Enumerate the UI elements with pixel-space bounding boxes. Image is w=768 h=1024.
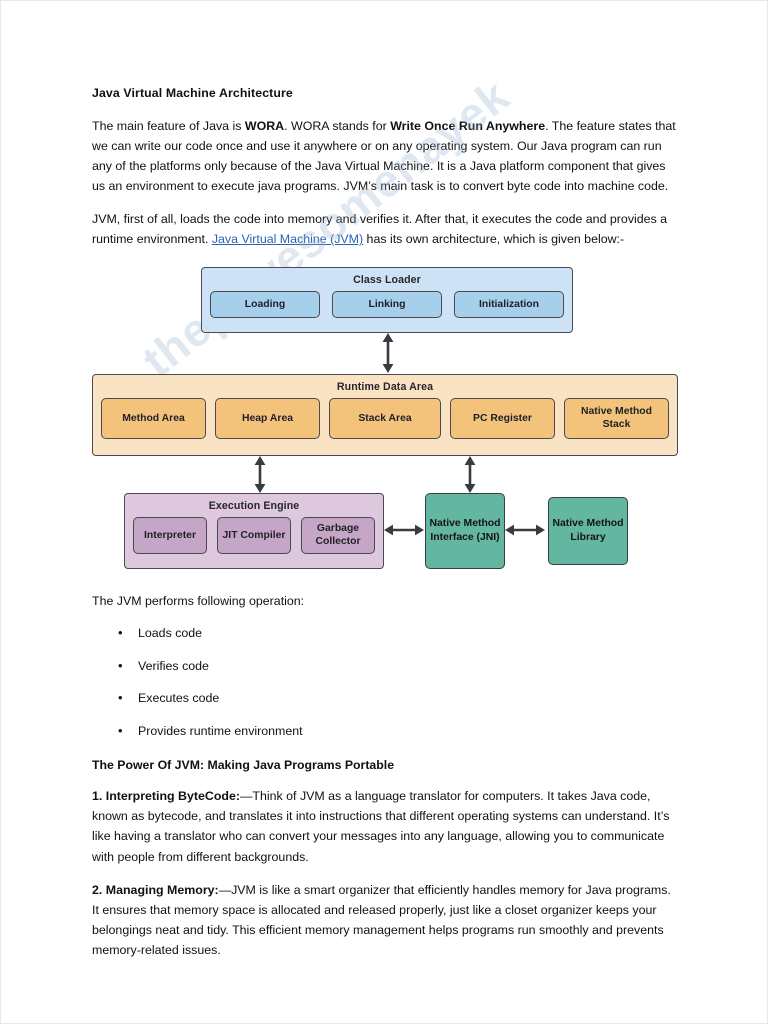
page-title: Java Virtual Machine Architecture — [92, 86, 293, 100]
list-item: Loads code — [92, 623, 678, 643]
cell-interpreter[interactable]: Interpreter — [133, 517, 207, 555]
class-loader-cells: Loading Linking Initialization — [202, 286, 572, 326]
list-item: Executes code — [92, 688, 678, 708]
class-loader-group: Class Loader Loading Linking Initializat… — [201, 267, 573, 334]
cell-heap-area[interactable]: Heap Area — [215, 398, 320, 440]
arrow-execution-engine-jni — [384, 523, 424, 537]
cell-stack-area[interactable]: Stack Area — [329, 398, 441, 440]
arrow-jni-native-library — [505, 523, 545, 537]
cell-garbage-collector[interactable]: Garbage Collector — [301, 517, 375, 555]
para1-text2: . WORA stands for — [284, 118, 391, 133]
para2-text2: has its own architecture, which is given… — [363, 232, 625, 247]
native-method-interface-box[interactable]: Native Method Interface (JNI) — [425, 493, 505, 570]
execution-engine-group: Execution Engine Interpreter JIT Compile… — [124, 493, 384, 570]
para1-bold-write-once: Write Once Run Anywhere — [390, 118, 546, 133]
para1-text3: . The feature states that we can write o… — [92, 118, 676, 193]
cell-loading[interactable]: Loading — [210, 291, 320, 319]
paragraph-jvm-loads: JVM, first of all, loads the code into m… — [92, 209, 678, 249]
cell-linking[interactable]: Linking — [332, 291, 442, 319]
point-interpreting-bytecode: 1. Interpreting ByteCode:—Think of JVM a… — [92, 786, 678, 866]
point2-label: 2. Managing Memory: — [92, 882, 219, 897]
para1-bold-wora: WORA — [244, 118, 285, 133]
point1-label: 1. Interpreting ByteCode: — [92, 789, 241, 804]
arrow-classloader-runtime — [381, 333, 395, 374]
cell-initialization[interactable]: Initialization — [454, 291, 564, 319]
class-loader-title: Class Loader — [353, 274, 421, 287]
runtime-data-area-group: Runtime Data Area Method Area Heap Area … — [92, 374, 678, 457]
list-item: Verifies code — [92, 656, 678, 676]
list-item: Provides runtime environment — [92, 721, 678, 741]
power-of-jvm-heading: The Power Of JVM: Making Java Programs P… — [92, 757, 395, 772]
cell-native-method-stack[interactable]: Native Method Stack — [564, 398, 669, 440]
point2-body: —JVM is like a smart organizer that effi… — [92, 882, 671, 957]
cell-jit-compiler[interactable]: JIT Compiler — [217, 517, 291, 555]
cell-pc-register[interactable]: PC Register — [450, 398, 555, 440]
execution-engine-title: Execution Engine — [208, 500, 300, 513]
para2-text1: JVM, first of all, loads the code into m… — [92, 211, 668, 247]
point-managing-memory: 2. Managing Memory:—JVM is like a smart … — [92, 880, 678, 960]
native-method-library-box[interactable]: Native Method Library — [548, 497, 628, 566]
paragraph-wora: The main feature of Java is WORA. WORA s… — [92, 116, 678, 196]
runtime-data-area-title: Runtime Data Area — [336, 381, 434, 394]
arrow-runtime-jni — [463, 456, 477, 494]
operations-list: Loads code Verifies code Executes code P… — [92, 623, 678, 741]
document-content: Java Virtual Machine Architecture The ma… — [92, 69, 678, 973]
jvm-link[interactable]: Java Virtual Machine (JVM) — [211, 232, 364, 247]
para1-text1: The main feature of Java is — [92, 118, 245, 133]
runtime-data-area-cells: Method Area Heap Area Stack Area PC Regi… — [93, 393, 677, 447]
arrow-runtime-execution-engine — [253, 456, 267, 494]
point1-body: —Think of JVM as a language translator f… — [92, 789, 670, 864]
execution-engine-cells: Interpreter JIT Compiler Garbage Collect… — [125, 512, 383, 562]
operations-intro: The JVM performs following operation: — [92, 594, 305, 609]
jvm-architecture-diagram: thepawesomenayek Class Loader Loading Li… — [92, 69, 678, 570]
cell-method-area[interactable]: Method Area — [101, 398, 206, 440]
